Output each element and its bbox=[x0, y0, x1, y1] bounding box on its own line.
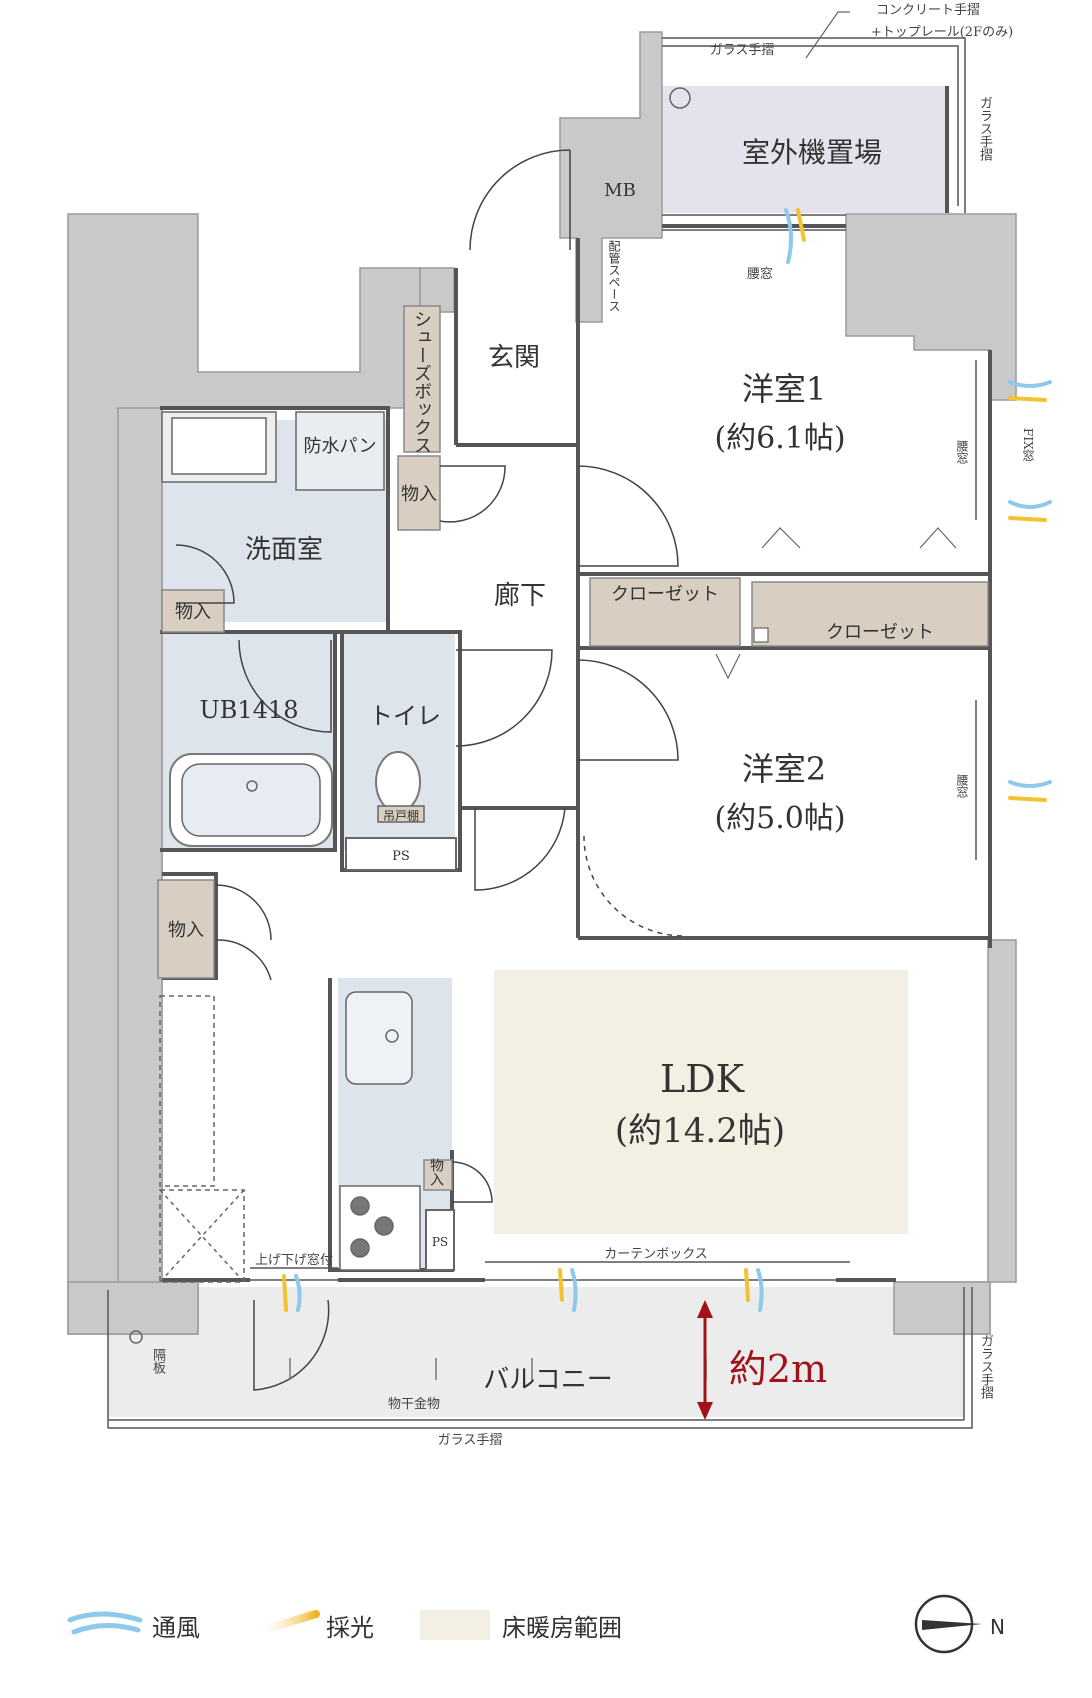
door-swings bbox=[175, 149, 685, 1391]
label-piping-space: 配管スペース bbox=[607, 240, 621, 312]
legend-daylight: 採光 bbox=[326, 1614, 374, 1642]
legend-heating-swatch bbox=[420, 1610, 490, 1640]
balcony-floor bbox=[108, 1287, 964, 1417]
label-storage-kitchen: 物入 bbox=[428, 1158, 444, 1186]
fixtures bbox=[129, 87, 691, 1344]
label-fix-window: FIX窓 bbox=[1021, 428, 1035, 462]
label-toilet-shelf: 吊戸棚 bbox=[383, 808, 419, 823]
closet-detail bbox=[715, 527, 957, 680]
rail-leader bbox=[805, 11, 850, 59]
label-washroom: 洗面室 bbox=[245, 535, 323, 565]
label-closet-2: クローゼット bbox=[826, 622, 934, 643]
label-concrete-rail: コンクリート手摺 bbox=[876, 3, 980, 18]
label-storage-2: 物入 bbox=[175, 602, 211, 623]
label-waist-window-2: 腰窓 bbox=[955, 774, 969, 798]
airflow-marks bbox=[282, 208, 1052, 1312]
room-labels: 室外機置場 MB 玄関 洋室1 (約6.1帖) 防水パン 物入 洗面室 物入 廊… bbox=[168, 136, 934, 1395]
label-updown-window: 上げ下げ窓付 bbox=[255, 1252, 333, 1268]
label-storage-1: 物入 bbox=[401, 484, 437, 505]
legend-floor-heating: 床暖房範囲 bbox=[502, 1614, 622, 1642]
legend-ventilation: 通風 bbox=[152, 1614, 200, 1642]
label-curtain-box: カーテンボックス bbox=[604, 1247, 708, 1262]
label-ldk-size: (約14.2帖) bbox=[615, 1111, 785, 1151]
label-balcony: バルコニー bbox=[483, 1365, 612, 1395]
floor-areas bbox=[108, 86, 964, 1417]
annotations: コンクリート手摺 +トップレール(2Fのみ) ガラス手摺 腰窓 カーテンボックス… bbox=[255, 3, 1013, 1448]
storage-areas bbox=[157, 305, 989, 1191]
interior-walls bbox=[160, 86, 992, 1282]
label-outdoor-unit: 室外機置場 bbox=[742, 136, 882, 169]
label-bedroom2-size: (約5.0帖) bbox=[714, 801, 845, 836]
label-hallway: 廊下 bbox=[494, 581, 546, 611]
label-laundry-hanger: 物干金物 bbox=[388, 1396, 440, 1412]
label-glass-rail-right-top: ガラス手摺 bbox=[977, 96, 992, 161]
depth-arrow bbox=[697, 1300, 713, 1420]
legend-sun-swatch bbox=[252, 1610, 320, 1636]
outdoor-unit-floor bbox=[660, 86, 947, 213]
laundry-hanger bbox=[289, 1358, 707, 1380]
label-bedroom1-name: 洋室1 bbox=[742, 370, 826, 408]
ps-boxes bbox=[345, 837, 457, 1271]
north-icon bbox=[914, 1594, 982, 1654]
label-mb: MB bbox=[604, 180, 636, 201]
label-waterproof-pan: 防水パン bbox=[304, 436, 377, 457]
label-closet-1: クローゼット bbox=[611, 584, 719, 605]
label-balcony-depth: 約2m bbox=[729, 1347, 827, 1391]
label-shoebox: シューズボックス bbox=[411, 310, 432, 454]
legend-wind-swatch bbox=[67, 1611, 143, 1635]
legend: 通風 採光 床暖房範囲 N bbox=[67, 1594, 1005, 1654]
label-bedroom2-name: 洋室2 bbox=[742, 750, 826, 788]
label-top-rail: +トップレール(2Fのみ) bbox=[871, 25, 1013, 40]
label-glass-rail-right-bottom: ガラス手摺 bbox=[978, 1334, 993, 1399]
label-waist-window-top: 腰窓 bbox=[747, 266, 773, 282]
label-storage-3: 物入 bbox=[168, 920, 204, 941]
label-ps-2: PS bbox=[432, 1235, 448, 1249]
label-ps-1: PS bbox=[392, 849, 410, 864]
windows bbox=[107, 37, 991, 1429]
label-bedroom1-size: (約6.1帖) bbox=[714, 421, 845, 456]
label-glass-rail-top: ガラス手摺 bbox=[710, 43, 775, 58]
legend-north: N bbox=[990, 1615, 1005, 1639]
walls bbox=[67, 31, 1017, 1335]
label-ub: UB1418 bbox=[200, 696, 299, 724]
label-ldk-name: LDK bbox=[660, 1057, 745, 1101]
floor-heating-area bbox=[494, 970, 908, 1234]
label-waist-window-1: 腰窓 bbox=[955, 440, 969, 464]
label-entrance: 玄関 bbox=[488, 343, 540, 373]
label-toilet: トイレ bbox=[369, 702, 441, 730]
label-glass-rail-bottom: ガラス手摺 bbox=[438, 1433, 503, 1448]
label-partition: 隔板 bbox=[150, 1348, 165, 1374]
